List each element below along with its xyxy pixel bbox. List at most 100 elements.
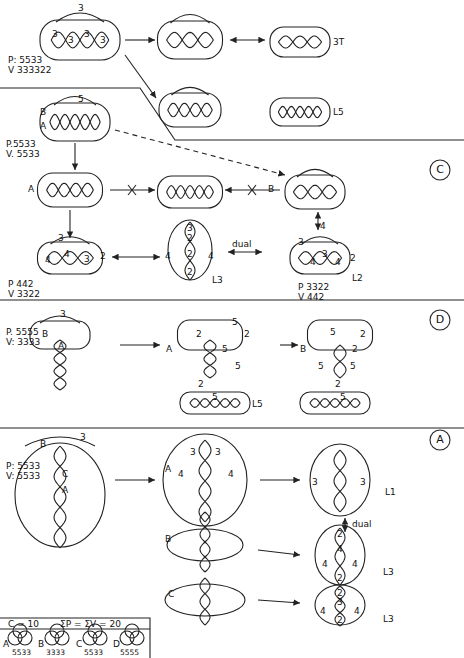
cross-mark bbox=[128, 185, 136, 195]
arrow bbox=[228, 251, 262, 252]
diagram-label: L5 bbox=[252, 400, 263, 409]
twist-strand bbox=[51, 32, 109, 48]
diagram-label: P 3322 bbox=[298, 283, 329, 292]
twist-strand bbox=[335, 528, 345, 585]
twist-strand bbox=[47, 252, 94, 265]
twist-strand bbox=[334, 450, 346, 512]
diagram-label: A bbox=[62, 486, 68, 495]
diagram-label: 4 bbox=[354, 607, 360, 616]
diagram-label: 2 bbox=[337, 530, 343, 539]
diagram-label: 3 bbox=[68, 36, 74, 45]
knot-loop bbox=[165, 584, 245, 616]
knot-loop bbox=[38, 242, 103, 274]
twist-strand bbox=[335, 528, 345, 585]
knot-arch bbox=[171, 87, 208, 95]
twist-strand bbox=[278, 106, 321, 117]
diagram-label: 5 bbox=[318, 362, 324, 371]
knot-loop bbox=[40, 103, 110, 141]
diagram-label: B bbox=[40, 440, 46, 449]
twist-strand bbox=[54, 446, 66, 548]
twist-strand bbox=[310, 399, 360, 408]
diagram-label: dual bbox=[232, 240, 251, 249]
twist-strand bbox=[47, 183, 94, 197]
diagram-label: 4 bbox=[64, 250, 70, 259]
twist-strand bbox=[200, 512, 210, 572]
knot-loop bbox=[270, 27, 330, 57]
diagram-label: 5 bbox=[232, 318, 238, 327]
arrow bbox=[69, 210, 70, 238]
diagram-label: B bbox=[300, 345, 306, 354]
section-divider bbox=[0, 427, 464, 428]
knot-loop bbox=[315, 525, 365, 585]
diagram-label: 3 bbox=[78, 4, 84, 13]
diagram-label: A bbox=[40, 122, 46, 131]
twist-strand bbox=[278, 36, 321, 48]
diagram-label: 2 bbox=[198, 380, 204, 389]
diagram-label: 5555 bbox=[120, 649, 139, 657]
circle-trio bbox=[125, 624, 139, 638]
twist-strand bbox=[54, 340, 66, 390]
arrow bbox=[125, 55, 156, 98]
diagram-label: L3 bbox=[383, 568, 394, 577]
diagram-label: 3 bbox=[322, 250, 328, 259]
twist-strand bbox=[199, 440, 211, 522]
arrow bbox=[258, 550, 300, 555]
knot-loop bbox=[159, 93, 221, 127]
diagram-label: ΣP = ΣV = 20 bbox=[60, 620, 121, 629]
diagram-label: A bbox=[3, 640, 9, 649]
twist-strand bbox=[185, 222, 195, 280]
arrow bbox=[115, 130, 285, 175]
diagram-label: 5 bbox=[330, 328, 336, 337]
section-divider bbox=[0, 88, 464, 140]
knot-arch bbox=[54, 96, 96, 105]
cross-mark bbox=[248, 185, 256, 195]
knot-loop bbox=[310, 444, 370, 516]
twist-strand bbox=[334, 345, 346, 378]
diagram-label: 3 bbox=[84, 30, 90, 39]
diagram-label: 4 bbox=[45, 256, 51, 265]
knot-arch bbox=[302, 237, 338, 244]
diagram-label: 5 bbox=[212, 393, 218, 402]
twist-strand bbox=[334, 450, 346, 512]
knot-loop bbox=[15, 443, 105, 547]
twist-strand bbox=[50, 114, 100, 129]
knot-loop bbox=[167, 529, 243, 561]
arrow bbox=[280, 344, 298, 345]
diagram-label: 3 bbox=[84, 255, 90, 264]
diagram-label: A bbox=[165, 465, 171, 474]
diagram-label: C = 10 bbox=[8, 620, 39, 629]
twist-strand bbox=[168, 103, 213, 117]
diagram-label: L2 bbox=[352, 274, 363, 283]
knot-arch bbox=[297, 169, 333, 177]
diagram-label: V 3322 bbox=[8, 290, 40, 299]
diagram-label: C bbox=[168, 590, 174, 599]
twist-strand bbox=[334, 345, 346, 378]
diagram-label: 5 bbox=[235, 362, 241, 371]
arrow bbox=[317, 212, 318, 230]
diagram-label: C bbox=[62, 470, 68, 479]
diagram-label: B bbox=[38, 640, 44, 649]
arrow bbox=[260, 479, 300, 480]
diagram-label: B bbox=[40, 108, 46, 117]
diagram-label: 3 bbox=[52, 30, 58, 39]
twist-strand bbox=[47, 183, 94, 197]
twist-strand bbox=[51, 32, 109, 48]
twist-strand bbox=[278, 36, 321, 48]
arrow bbox=[74, 143, 75, 170]
diagram-label: 2 bbox=[337, 589, 343, 598]
twist-strand bbox=[310, 399, 360, 408]
diagram-label: 5533 bbox=[12, 649, 31, 657]
knot-loop bbox=[300, 392, 370, 414]
knot-arch bbox=[56, 13, 104, 22]
diagram-label: 3 bbox=[80, 433, 86, 442]
diagram-label: 2 bbox=[187, 250, 193, 259]
twist-strand bbox=[167, 186, 214, 199]
twist-strand bbox=[185, 222, 195, 280]
diagram-label: 4 bbox=[228, 470, 234, 479]
section-circle: D bbox=[429, 309, 451, 331]
diagram-label: 3333 bbox=[46, 649, 65, 657]
section-letter: D bbox=[429, 309, 451, 331]
diagram-label: 4 bbox=[322, 560, 328, 569]
